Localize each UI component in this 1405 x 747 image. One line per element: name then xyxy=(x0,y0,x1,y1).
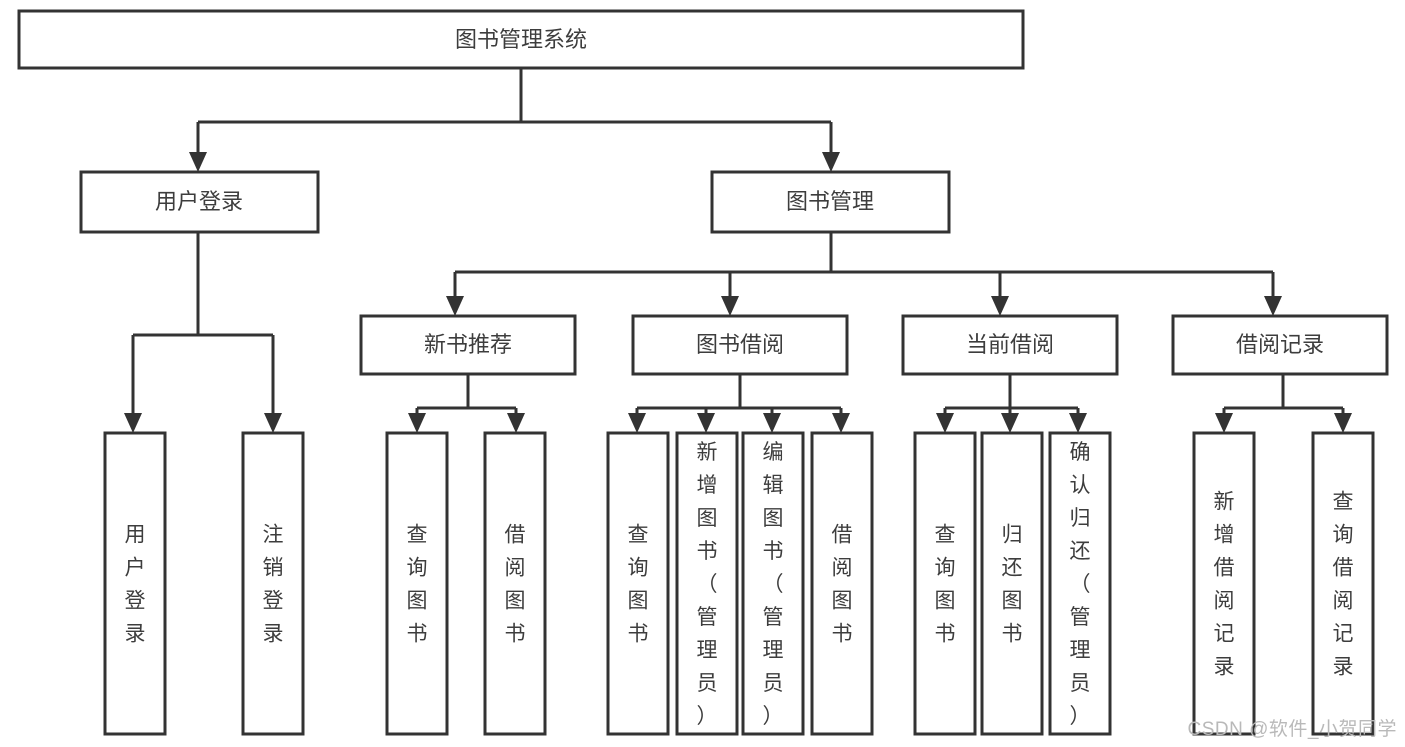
arrow-head-leaf-borrow-book-2 xyxy=(832,413,850,433)
node-user-login[interactable]: 用户登录 xyxy=(79,170,320,234)
node-root-box[interactable] xyxy=(17,9,1025,70)
node-leaf-query-book-3-box[interactable] xyxy=(913,431,977,736)
node-new-book-recommend[interactable]: 新书推荐 xyxy=(359,314,577,376)
node-leaf-query-book-2[interactable]: 查询图书 xyxy=(606,431,670,736)
arrow-head-book-manage xyxy=(822,152,840,172)
node-leaf-add-book-label: 新增图书（管理员） xyxy=(697,441,718,728)
node-book-manage-box[interactable] xyxy=(710,170,951,234)
node-leaf-query-borrow-record-box[interactable] xyxy=(1311,431,1375,736)
arrow-head-leaf-query-book-1 xyxy=(408,413,426,433)
node-leaf-return-book-box[interactable] xyxy=(980,431,1044,736)
arrow-head-current-borrow xyxy=(991,296,1009,316)
node-leaf-user-login-label: 用户登录 xyxy=(125,523,146,645)
arrow-head-leaf-confirm-return xyxy=(1069,413,1087,433)
arrow-head-leaf-borrow-book-1 xyxy=(507,413,525,433)
node-leaf-logout-label: 注销登录 xyxy=(263,523,284,645)
arrow-head-borrow-record xyxy=(1264,296,1282,316)
node-leaf-query-book-1[interactable]: 查询图书 xyxy=(385,431,449,736)
node-leaf-edit-book[interactable]: 编辑图书（管理员） xyxy=(741,431,805,736)
node-current-borrow-box[interactable] xyxy=(901,314,1119,376)
node-leaf-user-login-box[interactable] xyxy=(103,431,167,736)
node-book-borrow-label: 图书借阅 xyxy=(696,332,784,357)
node-borrow-record[interactable]: 借阅记录 xyxy=(1171,314,1389,376)
node-root[interactable]: 图书管理系统 xyxy=(17,9,1025,70)
arrow-head-leaf-return-book xyxy=(1001,413,1019,433)
node-new-book-recommend-label: 新书推荐 xyxy=(424,332,512,357)
node-new-book-recommend-box[interactable] xyxy=(359,314,577,376)
node-leaf-query-book-3-label: 查询图书 xyxy=(935,523,956,645)
node-leaf-add-borrow-record-label: 新增借阅记录 xyxy=(1214,490,1235,678)
node-leaf-query-book-2-label: 查询图书 xyxy=(628,523,649,645)
arrow-head-user-login xyxy=(189,152,207,172)
arrow-head-leaf-add-book xyxy=(697,413,715,433)
node-leaf-borrow-book-1-box[interactable] xyxy=(483,431,547,736)
node-user-login-label: 用户登录 xyxy=(155,189,243,214)
node-leaf-borrow-book-1[interactable]: 借阅图书 xyxy=(483,431,547,736)
node-leaf-add-borrow-record[interactable]: 新增借阅记录 xyxy=(1192,431,1256,736)
node-leaf-borrow-book-2-label: 借阅图书 xyxy=(832,523,853,645)
arrow-head-leaf-query-borrow-record xyxy=(1334,413,1352,433)
arrow-head-leaf-edit-book xyxy=(763,413,781,433)
node-leaf-query-book-1-box[interactable] xyxy=(385,431,449,736)
node-book-borrow[interactable]: 图书借阅 xyxy=(631,314,849,376)
node-leaf-logout-box[interactable] xyxy=(241,431,305,736)
node-leaf-borrow-book-2[interactable]: 借阅图书 xyxy=(810,431,874,736)
node-root-label: 图书管理系统 xyxy=(455,27,587,52)
node-leaf-edit-book-box[interactable] xyxy=(741,431,805,736)
arrow-head-leaf-add-borrow-record xyxy=(1215,413,1233,433)
node-leaf-query-book-1-label: 查询图书 xyxy=(407,523,428,645)
node-book-manage-label: 图书管理 xyxy=(786,189,874,214)
node-leaf-borrow-book-1-label: 借阅图书 xyxy=(505,523,526,645)
node-current-borrow-label: 当前借阅 xyxy=(966,332,1054,357)
node-leaf-add-book[interactable]: 新增图书（管理员） xyxy=(675,431,739,736)
node-leaf-edit-book-label: 编辑图书（管理员） xyxy=(763,441,784,728)
node-leaf-query-borrow-record[interactable]: 查询借阅记录 xyxy=(1311,431,1375,736)
node-leaf-confirm-return-box[interactable] xyxy=(1048,431,1112,736)
node-leaf-query-book-3[interactable]: 查询图书 xyxy=(913,431,977,736)
node-leaf-user-login[interactable]: 用户登录 xyxy=(103,431,167,736)
node-leaf-add-book-box[interactable] xyxy=(675,431,739,736)
arrow-head-leaf-logout xyxy=(264,413,282,433)
node-user-login-box[interactable] xyxy=(79,170,320,234)
node-borrow-record-label: 借阅记录 xyxy=(1236,332,1324,357)
node-leaf-logout[interactable]: 注销登录 xyxy=(241,431,305,736)
node-book-borrow-box[interactable] xyxy=(631,314,849,376)
node-leaf-return-book[interactable]: 归还图书 xyxy=(980,431,1044,736)
arrow-head-leaf-query-book-2 xyxy=(628,413,646,433)
node-borrow-record-box[interactable] xyxy=(1171,314,1389,376)
node-current-borrow[interactable]: 当前借阅 xyxy=(901,314,1119,376)
node-book-manage[interactable]: 图书管理 xyxy=(710,170,951,234)
node-leaf-query-book-2-box[interactable] xyxy=(606,431,670,736)
node-leaf-add-borrow-record-box[interactable] xyxy=(1192,431,1256,736)
arrow-head-book-borrow xyxy=(721,296,739,316)
node-leaf-query-borrow-record-label: 查询借阅记录 xyxy=(1333,490,1354,678)
connector-layer xyxy=(124,68,1352,433)
arrow-head-leaf-user-login xyxy=(124,413,142,433)
node-leaf-confirm-return[interactable]: 确认归还（管理员） xyxy=(1048,431,1112,736)
arrow-head-leaf-query-book-3 xyxy=(936,413,954,433)
node-leaf-borrow-book-2-box[interactable] xyxy=(810,431,874,736)
node-leaf-return-book-label: 归还图书 xyxy=(1002,523,1023,645)
arrow-head-new-book-recommend xyxy=(446,296,464,316)
node-leaf-confirm-return-label: 确认归还（管理员） xyxy=(1070,441,1091,728)
